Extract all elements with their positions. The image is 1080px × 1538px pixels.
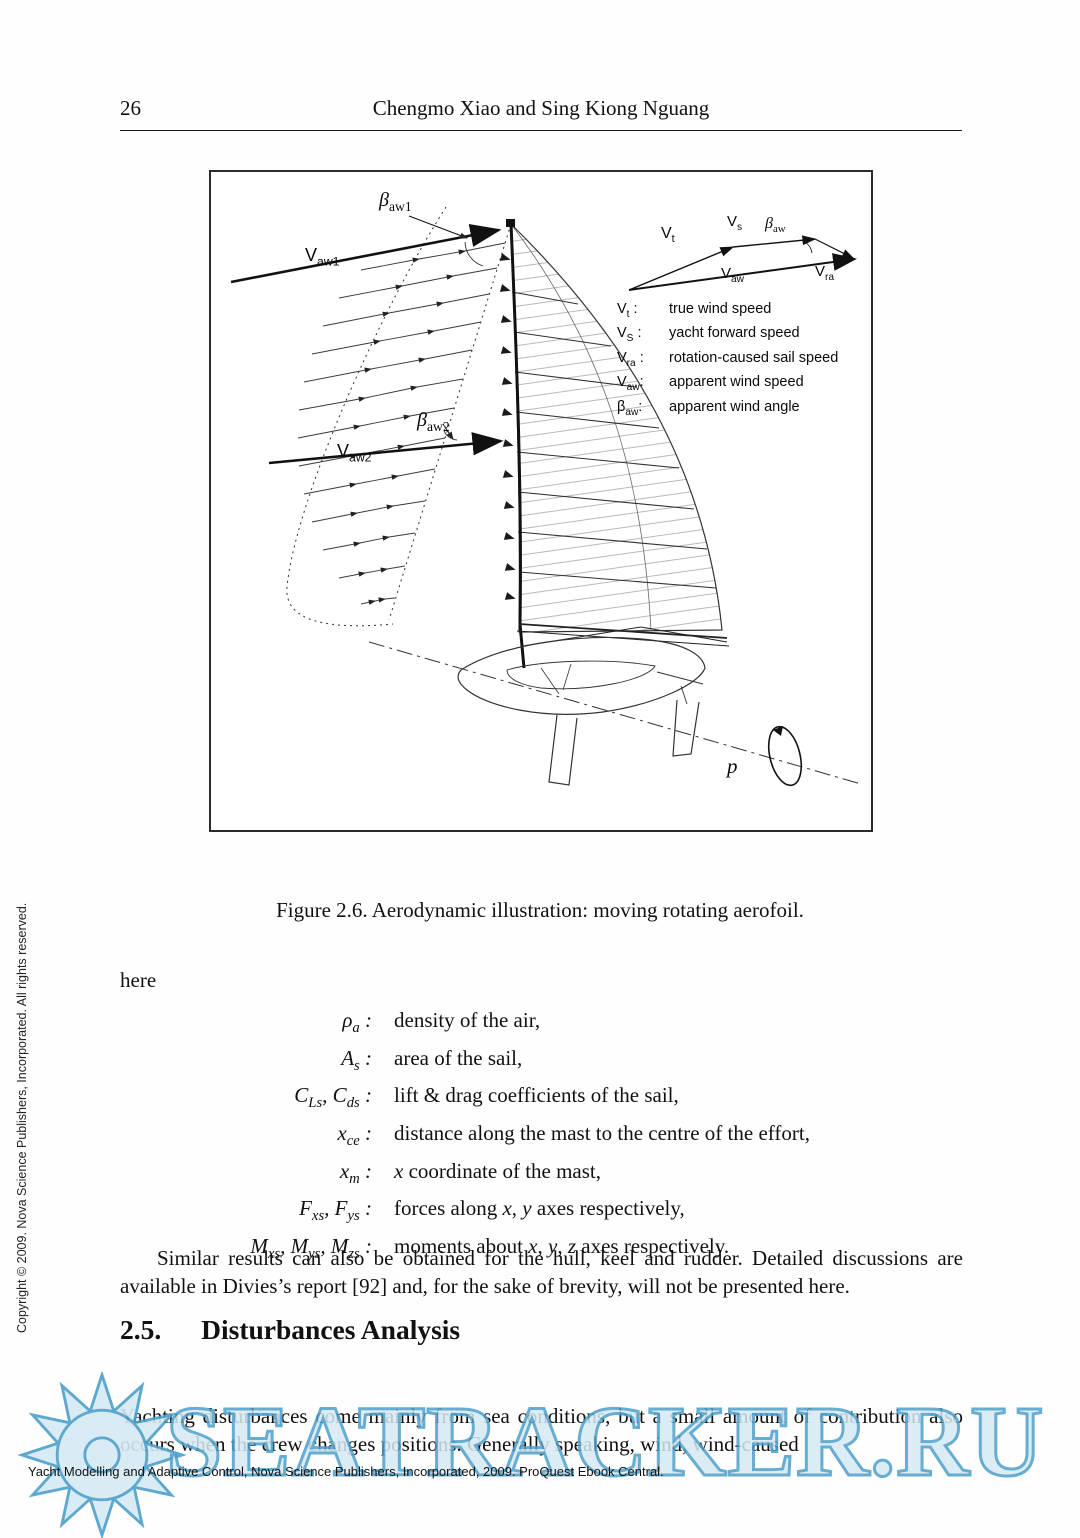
definition-row: xm : x coordinate of the mast,: [120, 1157, 962, 1195]
legend-row: VS : yacht forward speed: [617, 324, 838, 348]
mast: [509, 223, 526, 669]
roll-ellipse-arrow: [773, 726, 783, 736]
wind-vector-diagram: [628, 235, 857, 291]
beta-aw1-leader: [408, 215, 468, 239]
definition-term: ρa :: [342, 1008, 372, 1037]
legend-term: VS :: [617, 325, 642, 345]
copyright-sidebar: Copyright © 2009. Nova Science Publisher…: [15, 902, 29, 1333]
label-v-t: Vt: [661, 225, 675, 246]
paragraph-similar-results: Similar results can also be obtained for…: [120, 1246, 963, 1298]
label-v-ra: Vra: [815, 263, 835, 283]
label-beta-aw2: βaw2: [417, 409, 450, 434]
label-beta-aw1: βaw1: [379, 189, 412, 214]
vt-vector: [628, 246, 735, 291]
footer-credit: Yacht Modelling and Adaptive Control, No…: [28, 1464, 664, 1479]
definition-row: xce : distance along the mast to the cent…: [120, 1119, 962, 1157]
legend-desc: yacht forward speed: [669, 325, 800, 342]
definition-desc: density of the air,: [394, 1008, 541, 1032]
definition-desc: forces along x, y axes respectively,: [394, 1196, 685, 1221]
definition-row: CLs, Cds : lift & drag coefficients of th…: [120, 1081, 962, 1119]
beta-aw-arc: [802, 240, 813, 254]
here-label: here: [120, 968, 157, 992]
beta-aw2-arc: [443, 430, 458, 441]
legend-desc: rotation-caused sail speed: [669, 349, 839, 366]
label-v-aw2: Vaw2: [337, 441, 372, 465]
vs-vector: [732, 235, 817, 248]
masthead: [506, 219, 515, 227]
label-v-aw: Vaw: [721, 265, 745, 285]
definition-row: ρa : density of the air,: [120, 1006, 962, 1044]
figure-legend: Vt : true wind speed VS : yacht forward spe…: [617, 300, 838, 422]
label-v-s: Vs: [727, 213, 743, 233]
legend-row: Vra : rotation-caused sail speed: [617, 349, 838, 373]
legend-desc: apparent wind angle: [669, 398, 800, 415]
beta-aw2-leader: [442, 423, 454, 440]
definition-desc: area of the sail,: [394, 1045, 523, 1070]
legend-row: βaw: apparent wind angle: [617, 398, 838, 422]
definition-term: xce :: [337, 1121, 372, 1150]
beta-aw1-arc: [464, 241, 484, 267]
figure-caption: Figure 2.6. Aerodynamic illustration: mo…: [276, 898, 804, 922]
wind-boundary-curve: [286, 206, 447, 627]
section-title: Disturbances Analysis: [201, 1314, 461, 1345]
definition-term: Fxs, Fys :: [299, 1196, 372, 1225]
legend-desc: apparent wind speed: [669, 374, 804, 391]
definition-desc: lift & drag coefficients of the sail,: [394, 1083, 679, 1108]
roll-ellipse: [767, 725, 803, 787]
legend-term: Vra :: [617, 349, 644, 369]
vaw-vector: [628, 253, 857, 291]
definition-row: Mxs, Mys, Mzs : moments about x, y, z axe…: [120, 1232, 962, 1270]
definition-term: CLs, Cds :: [294, 1083, 372, 1112]
figure-frame: βaw1 Vaw1 βaw2 Vaw2 Vt Vs βaw Vaw Vra p …: [209, 170, 873, 832]
legend-term: Vt :: [617, 301, 638, 320]
legend-term: Vaw:: [617, 374, 644, 394]
sail-seam: [510, 223, 652, 632]
definition-term: As :: [341, 1045, 372, 1074]
section-heading: 2.5. Disturbances Analysis: [120, 1314, 460, 1346]
label-beta-aw: βaw: [765, 215, 786, 236]
label-v-aw1: Vaw1: [305, 245, 340, 269]
legend-desc: true wind speed: [669, 301, 772, 317]
legend-row: Vaw: apparent wind speed: [617, 373, 838, 397]
definition-row: As : area of the sail,: [120, 1044, 962, 1082]
apparent-wind-guide: [388, 223, 512, 621]
label-p: p: [727, 754, 738, 778]
page-header: 26 Chengmo Xiao and Sing Kiong Nguang: [120, 96, 962, 131]
vaw2-arrow: [268, 432, 504, 465]
definitions-table: ρa : density of the air, As : area of the s…: [120, 1006, 962, 1270]
running-title: Chengmo Xiao and Sing Kiong Nguang: [372, 96, 710, 120]
definition-desc: x coordinate of the mast,: [394, 1158, 602, 1183]
definition-desc: moments about x, y, z axes respectively.: [394, 1234, 730, 1259]
paragraph-disturbances: Yachting disturbances come mainly from s…: [120, 1404, 963, 1456]
definition-desc: distance along the mast to the centre of…: [394, 1121, 810, 1146]
page-number: 26: [120, 96, 141, 120]
definition-term: xm :: [339, 1158, 372, 1187]
section-number: 2.5.: [120, 1314, 162, 1345]
legend-row: Vt : true wind speed: [617, 300, 838, 324]
vra-vector: [814, 238, 855, 259]
wind-streamlines: [297, 242, 506, 605]
legend-term: βaw:: [617, 398, 643, 418]
definition-row: Fxs, Fys : forces along x, y axes respect…: [120, 1194, 962, 1232]
aerofoil-illustration: [230, 206, 862, 787]
definition-term: Mxs, Mys, Mzs :: [250, 1234, 372, 1263]
rotation-axis: [368, 641, 862, 785]
battens: [511, 291, 717, 589]
vaw1-arrow: [230, 223, 502, 284]
hull-sketch: [457, 636, 706, 786]
